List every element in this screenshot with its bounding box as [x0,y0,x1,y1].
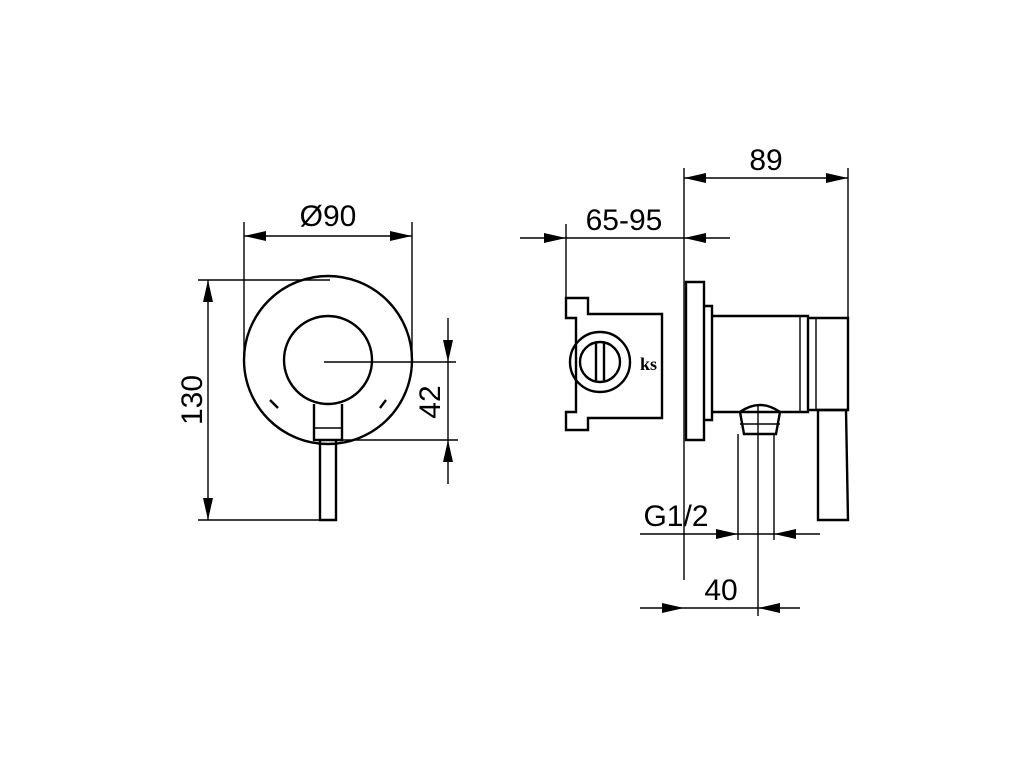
brand-logo: ks [640,354,657,374]
thread-arrow-right [774,529,796,539]
front-view: Ø90 130 42 [176,200,458,522]
lever-handle [318,440,338,522]
wall-flange [684,280,706,442]
wall-arrow-right [684,233,706,243]
rosette-mark-right [379,399,387,409]
outlet-distance-label: 40 [704,574,737,607]
diameter-arrow-left [244,231,266,241]
outlet-dist-arrow-right [758,603,780,613]
lever-neck [312,404,344,442]
side-lever [816,408,850,522]
height-arrow-top [203,280,213,302]
flange-ring [704,304,714,422]
thread-arrow-left [716,529,738,539]
handle-housing [808,316,850,412]
depth-arrow-right [826,173,848,183]
offset-label: 42 [414,385,447,418]
diameter-label: Ø90 [300,200,357,233]
height-arrow-bottom [203,498,213,520]
rosette-mark-left [269,399,279,409]
inlet-slot [594,342,606,382]
wall-arrow-left [544,233,566,243]
housing-back [564,296,664,432]
offset-arrow-top [443,340,453,362]
offset-arrow-bottom [443,440,453,462]
thread-label: G1/2 [643,500,708,533]
height-label: 130 [176,375,209,425]
depth-arrow-left [684,173,706,183]
side-view: ks 89 65-95 G1/2 [520,144,850,616]
outlet-dist-arrow-left [662,603,684,613]
diameter-arrow-right [390,231,412,241]
depth-label: 89 [749,144,782,177]
valve-body [712,314,810,414]
inlet-outer [568,330,632,394]
wall-depth-label: 65-95 [586,204,663,237]
outlet-nut [738,403,782,436]
rosette-outer-circle [242,274,414,446]
inlet-inner [578,340,622,384]
rosette-inner-circle [282,314,374,406]
